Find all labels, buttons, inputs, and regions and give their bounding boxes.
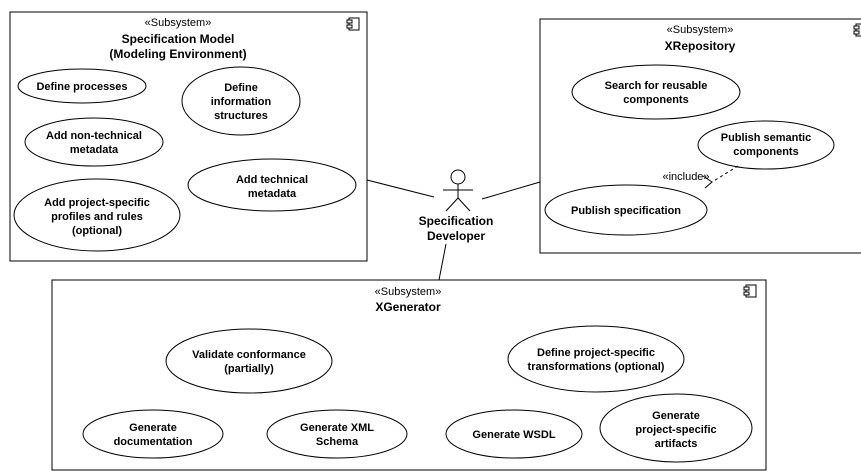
subsystem-xrepository: «Subsystem» XRepository Search for reusa… xyxy=(539,18,861,254)
association-xrepository xyxy=(481,181,541,200)
use-case-label: Generate WSDL xyxy=(472,429,555,441)
use-case-label: Add non-technical xyxy=(46,130,142,142)
use-case-publish-semantic-components[interactable]: Publish semantic components xyxy=(697,120,835,170)
use-case-generate-wsdl[interactable]: Generate WSDL xyxy=(445,409,583,459)
use-case-add-technical-metadata[interactable]: Add technical metadata xyxy=(187,158,357,212)
use-case-define-processes[interactable]: Define processes xyxy=(17,68,147,104)
use-case-search-reusable-components[interactable]: Search for reusable components xyxy=(571,64,741,120)
use-case-label: documentation xyxy=(114,436,193,448)
use-case-label: structures xyxy=(214,110,268,122)
use-case-label: Define processes xyxy=(36,81,127,93)
component-icon xyxy=(346,17,360,31)
use-case-label: information xyxy=(211,96,272,108)
use-case-label: transformations (optional) xyxy=(528,361,665,373)
use-case-label: Define xyxy=(224,82,258,94)
use-case-label: Search for reusable xyxy=(605,80,708,92)
use-case-validate-conformance[interactable]: Validate conformance (partially) xyxy=(165,328,333,394)
use-case-generate-documentation[interactable]: Generate documentation xyxy=(82,409,224,459)
use-case-label: profiles and rules xyxy=(51,211,143,223)
component-icon xyxy=(853,23,861,37)
actor-specification-developer[interactable]: Specification Developer xyxy=(419,169,494,243)
subsystem-specification-model: «Subsystem» Specification Model (Modelin… xyxy=(9,11,368,262)
use-case-label: (optional) xyxy=(72,225,122,237)
use-case-label: Schema xyxy=(316,436,359,448)
subsystem-xgenerator: «Subsystem» XGenerator Validate conforma… xyxy=(51,279,767,471)
subsystem-name: XRepository xyxy=(665,39,736,53)
use-case-add-project-specific-profiles[interactable]: Add project-specific profiles and rules … xyxy=(13,178,181,252)
actor-name-line2: Developer xyxy=(427,229,485,243)
use-case-generate-xml-schema[interactable]: Generate XML Schema xyxy=(266,409,408,459)
use-case-label: (partially) xyxy=(224,363,274,375)
actor-stick-figure-icon xyxy=(443,169,473,212)
use-case-label: Generate XML xyxy=(300,422,374,434)
association-xgenerator xyxy=(438,243,447,281)
component-icon xyxy=(743,284,757,298)
use-case-publish-specification[interactable]: Publish specification xyxy=(544,184,708,236)
use-case-label: Add project-specific xyxy=(44,197,150,209)
actor-name: Specification xyxy=(419,214,494,228)
subsystem-name-line2: (Modeling Environment) xyxy=(109,47,246,61)
use-case-define-information-structures[interactable]: Define information structures xyxy=(181,66,301,136)
use-case-label: Define project-specific xyxy=(537,347,655,359)
subsystem-stereotype: «Subsystem» xyxy=(667,24,734,36)
use-case-generate-project-specific-artifacts[interactable]: Generate project-specific artifacts xyxy=(599,393,753,463)
association-spec-model xyxy=(366,179,435,198)
include-label: «include» xyxy=(662,171,709,183)
use-case-label: components xyxy=(623,94,688,106)
use-case-label: Generate xyxy=(129,422,177,434)
associations xyxy=(366,179,541,281)
use-case-label: Publish specification xyxy=(571,205,681,217)
subsystem-name: Specification Model xyxy=(122,32,235,46)
use-case-label: metadata xyxy=(70,144,119,156)
use-case-label: project-specific xyxy=(635,424,716,436)
use-case-add-non-technical-metadata[interactable]: Add non-technical metadata xyxy=(24,117,164,167)
subsystem-stereotype: «Subsystem» xyxy=(375,286,442,298)
use-case-define-transformations[interactable]: Define project-specific transformations … xyxy=(507,325,685,393)
use-case-label: components xyxy=(733,146,798,158)
use-case-label: artifacts xyxy=(655,438,698,450)
subsystem-name: XGenerator xyxy=(375,300,441,314)
use-case-label: metadata xyxy=(248,188,297,200)
use-case-label: Add technical xyxy=(236,174,308,186)
use-case-label: Publish semantic xyxy=(721,132,811,144)
subsystem-stereotype: «Subsystem» xyxy=(145,17,212,29)
include-relationship: «include» xyxy=(662,165,739,189)
use-case-label: Validate conformance xyxy=(192,349,306,361)
use-case-label: Generate xyxy=(652,410,700,422)
